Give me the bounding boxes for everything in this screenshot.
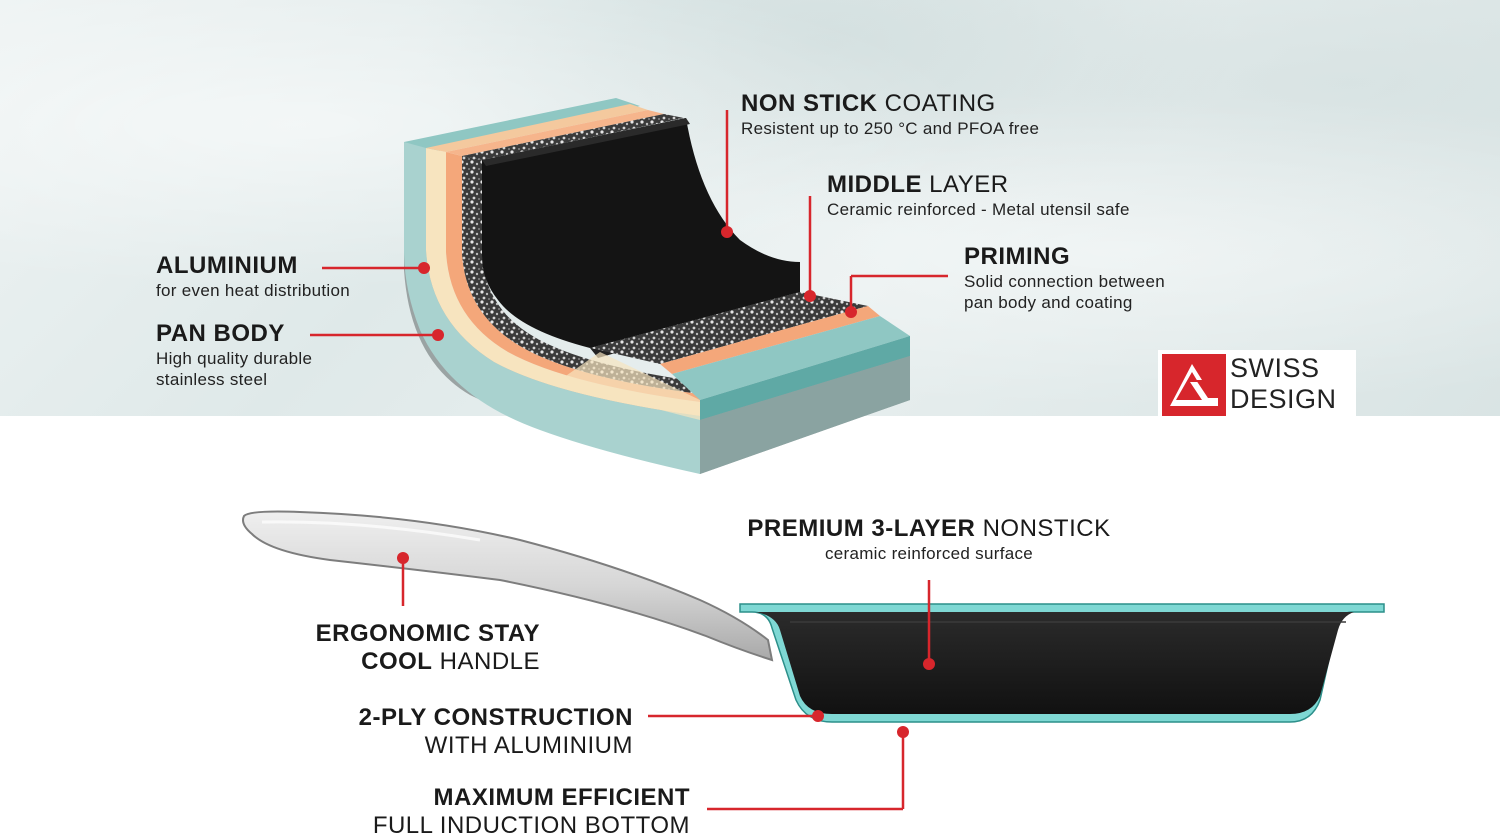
induction-line2: FULL INDUCTION BOTTOM <box>372 812 690 839</box>
aluminium-desc: for even heat distribution <box>156 281 350 300</box>
handle-label: ERGONOMIC STAY COOL HANDLE <box>250 620 540 676</box>
swiss-flag-icon <box>1162 354 1226 416</box>
pan-body-desc-2: stainless steel <box>156 370 268 389</box>
induction-label: MAXIMUM EFFICIENT FULL INDUCTION BOTTOM <box>300 784 690 840</box>
pan-body-desc-1: High quality durable <box>156 349 313 368</box>
priming-desc-1: Solid connection between <box>964 272 1165 291</box>
non-stick-label: NON STICK COATING Resistent up to 250 °C… <box>741 90 1039 139</box>
swiss-design-logo: SWISS DESIGN <box>1158 350 1356 416</box>
premium-desc: ceramic reinforced surface <box>824 544 1034 563</box>
aluminium-layer <box>426 148 700 416</box>
pan-handle <box>242 510 774 662</box>
premium-title: PREMIUM 3-LAYER <box>747 515 976 542</box>
two-ply-label: 2-PLY CONSTRUCTION WITH ALUMINIUM <box>290 704 633 760</box>
bottom-leader-lines <box>401 558 931 811</box>
handle-line2-light: HANDLE <box>439 648 540 675</box>
non-stick-desc: Resistent up to 250 °C and PFOA free <box>741 119 1040 138</box>
swiss-word: SWISS <box>1230 353 1320 383</box>
aluminium-label: ALUMINIUM for even heat distribution <box>156 252 350 301</box>
pan-interior <box>756 612 1354 714</box>
priming-desc-2: pan body and coating <box>964 293 1133 312</box>
two-ply-line2: WITH ALUMINIUM <box>424 732 633 759</box>
middle-title-light: LAYER <box>929 171 1009 198</box>
middle-layer-label: MIDDLE LAYER Ceramic reinforced - Metal … <box>827 171 1130 220</box>
frying-pan <box>242 510 1385 723</box>
design-word: DESIGN <box>1230 384 1337 414</box>
non-stick-title: NON STICK <box>741 90 878 117</box>
premium-title-light: NONSTICK <box>982 515 1111 542</box>
induction-line1: MAXIMUM EFFICIENT <box>433 784 690 811</box>
aluminium-title: ALUMINIUM <box>156 252 298 279</box>
middle-title: MIDDLE <box>827 171 922 198</box>
middle-desc: Ceramic reinforced - Metal utensil safe <box>827 200 1130 219</box>
pan-body-face <box>404 142 700 474</box>
priming-label: PRIMING Solid connection between pan bod… <box>964 243 1165 313</box>
layer-stack <box>404 98 910 474</box>
top-leader-lines <box>310 110 948 337</box>
handle-line1: ERGONOMIC STAY <box>315 620 540 647</box>
non-stick-title-light: COATING <box>884 90 996 117</box>
priming-layer <box>446 152 700 402</box>
two-ply-line1: 2-PLY CONSTRUCTION <box>358 704 633 731</box>
pan-body-title: PAN BODY <box>156 320 285 347</box>
top-leader-dots <box>418 226 857 341</box>
bottom-leader-dots <box>397 552 935 738</box>
non-stick-layer <box>482 118 800 348</box>
premium-label: PREMIUM 3-LAYER NONSTICK ceramic reinfor… <box>734 515 1124 564</box>
priming-title: PRIMING <box>964 243 1071 270</box>
pan-body-label: PAN BODY High quality durable stainless … <box>156 320 312 390</box>
layers-background <box>0 0 1500 416</box>
handle-line2-bold: COOL <box>361 648 433 675</box>
middle-layer <box>462 156 700 394</box>
